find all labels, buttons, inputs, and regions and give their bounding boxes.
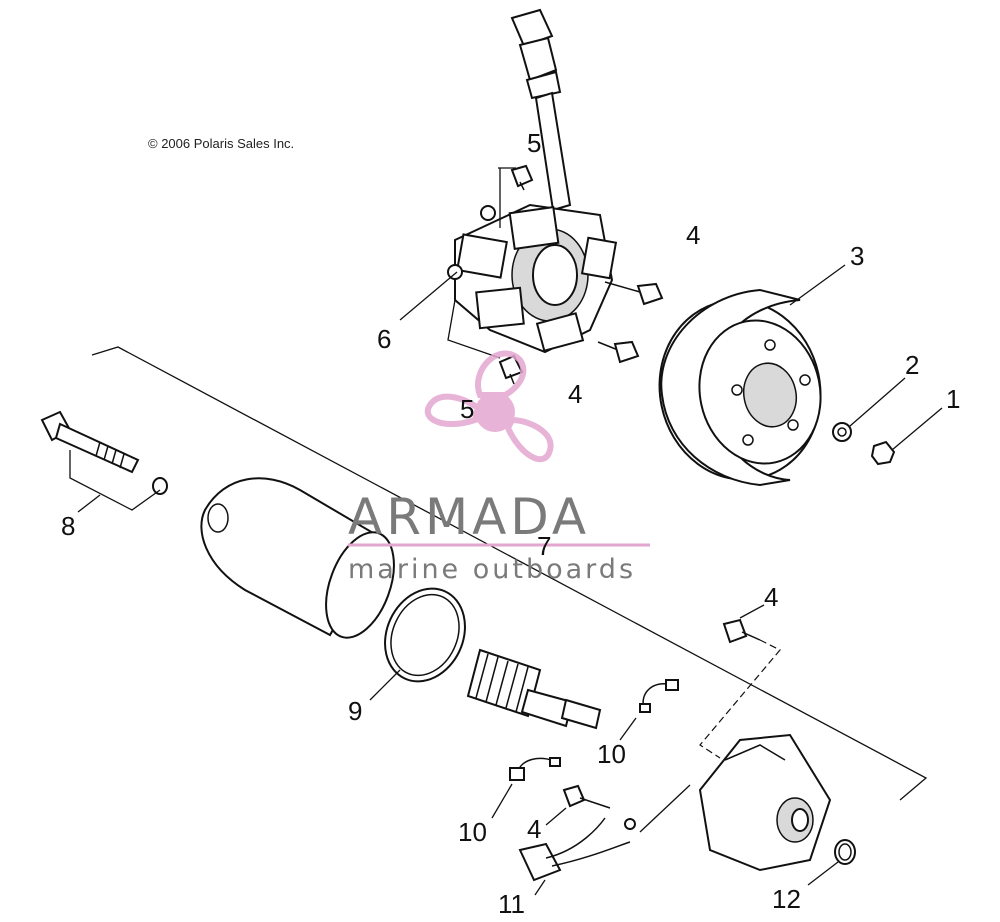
callout-5-upper: 5 [527,128,541,158]
callout-4-mid-right: 4 [764,582,778,612]
nut-1 [870,440,896,466]
washer-12 [834,839,856,865]
bolt-4-stator-lower [597,340,640,364]
leader-5-lower [447,299,501,359]
starter-motor-housing [200,477,395,639]
o-ring-9 [384,587,466,683]
leader-4-mid-right [739,604,765,619]
leader-3 [789,264,846,306]
callout-4-stator-right: 4 [686,220,700,250]
leader-10-right [619,717,637,741]
callout-2: 2 [905,350,919,380]
callout-10-left: 10 [458,817,487,847]
callout-5-lower: 5 [460,394,474,424]
callout-4-lower-center: 4 [527,814,541,844]
callout-11: 11 [498,889,525,919]
bolt-4-stator-right [604,281,664,306]
armada-watermark-logo [424,350,554,463]
leader-6 [399,271,458,321]
watermark-subtitle: marine outboards [348,554,636,585]
callout-6: 6 [377,324,391,354]
leader-4-lower-center [545,807,567,826]
bolt-path-dashed [699,639,781,759]
bolt-5-upper [510,164,534,191]
starter-assembly-outline [91,346,928,801]
leader-2 [849,377,906,427]
leader-11 [534,879,546,896]
watermark-title: ARMADA [348,488,590,546]
leader-9 [369,669,401,701]
starter-bolt-8 [40,410,168,495]
callout-9: 9 [348,696,362,726]
leader-11-path [639,784,691,833]
leader-1 [891,407,943,451]
callout-1: 1 [946,384,960,414]
washer-2 [832,422,852,442]
copyright-text: © 2006 Polaris Sales Inc. [148,136,294,151]
leader-12 [807,861,839,886]
brush-holder-11 [518,817,636,882]
callout-7: 7 [537,531,551,561]
callout-4-stator-lower: 4 [568,379,582,409]
flywheel [658,288,822,487]
callout-3: 3 [850,241,864,271]
callout-10-right: 10 [597,739,626,769]
bolt-4-mid-right [722,618,761,644]
bolt-4-lower-center [562,784,611,809]
starter-end-cover [698,733,832,872]
leader-8-bracket [69,450,161,511]
leader-8 [77,494,101,513]
callout-12: 12 [772,884,801,914]
armature [466,648,602,730]
brush-lead-10-right [639,679,679,713]
leader-10-left [491,783,513,819]
callout-8: 8 [61,511,75,541]
stator-assembly [447,8,618,354]
brush-lead-10-left [509,757,561,781]
